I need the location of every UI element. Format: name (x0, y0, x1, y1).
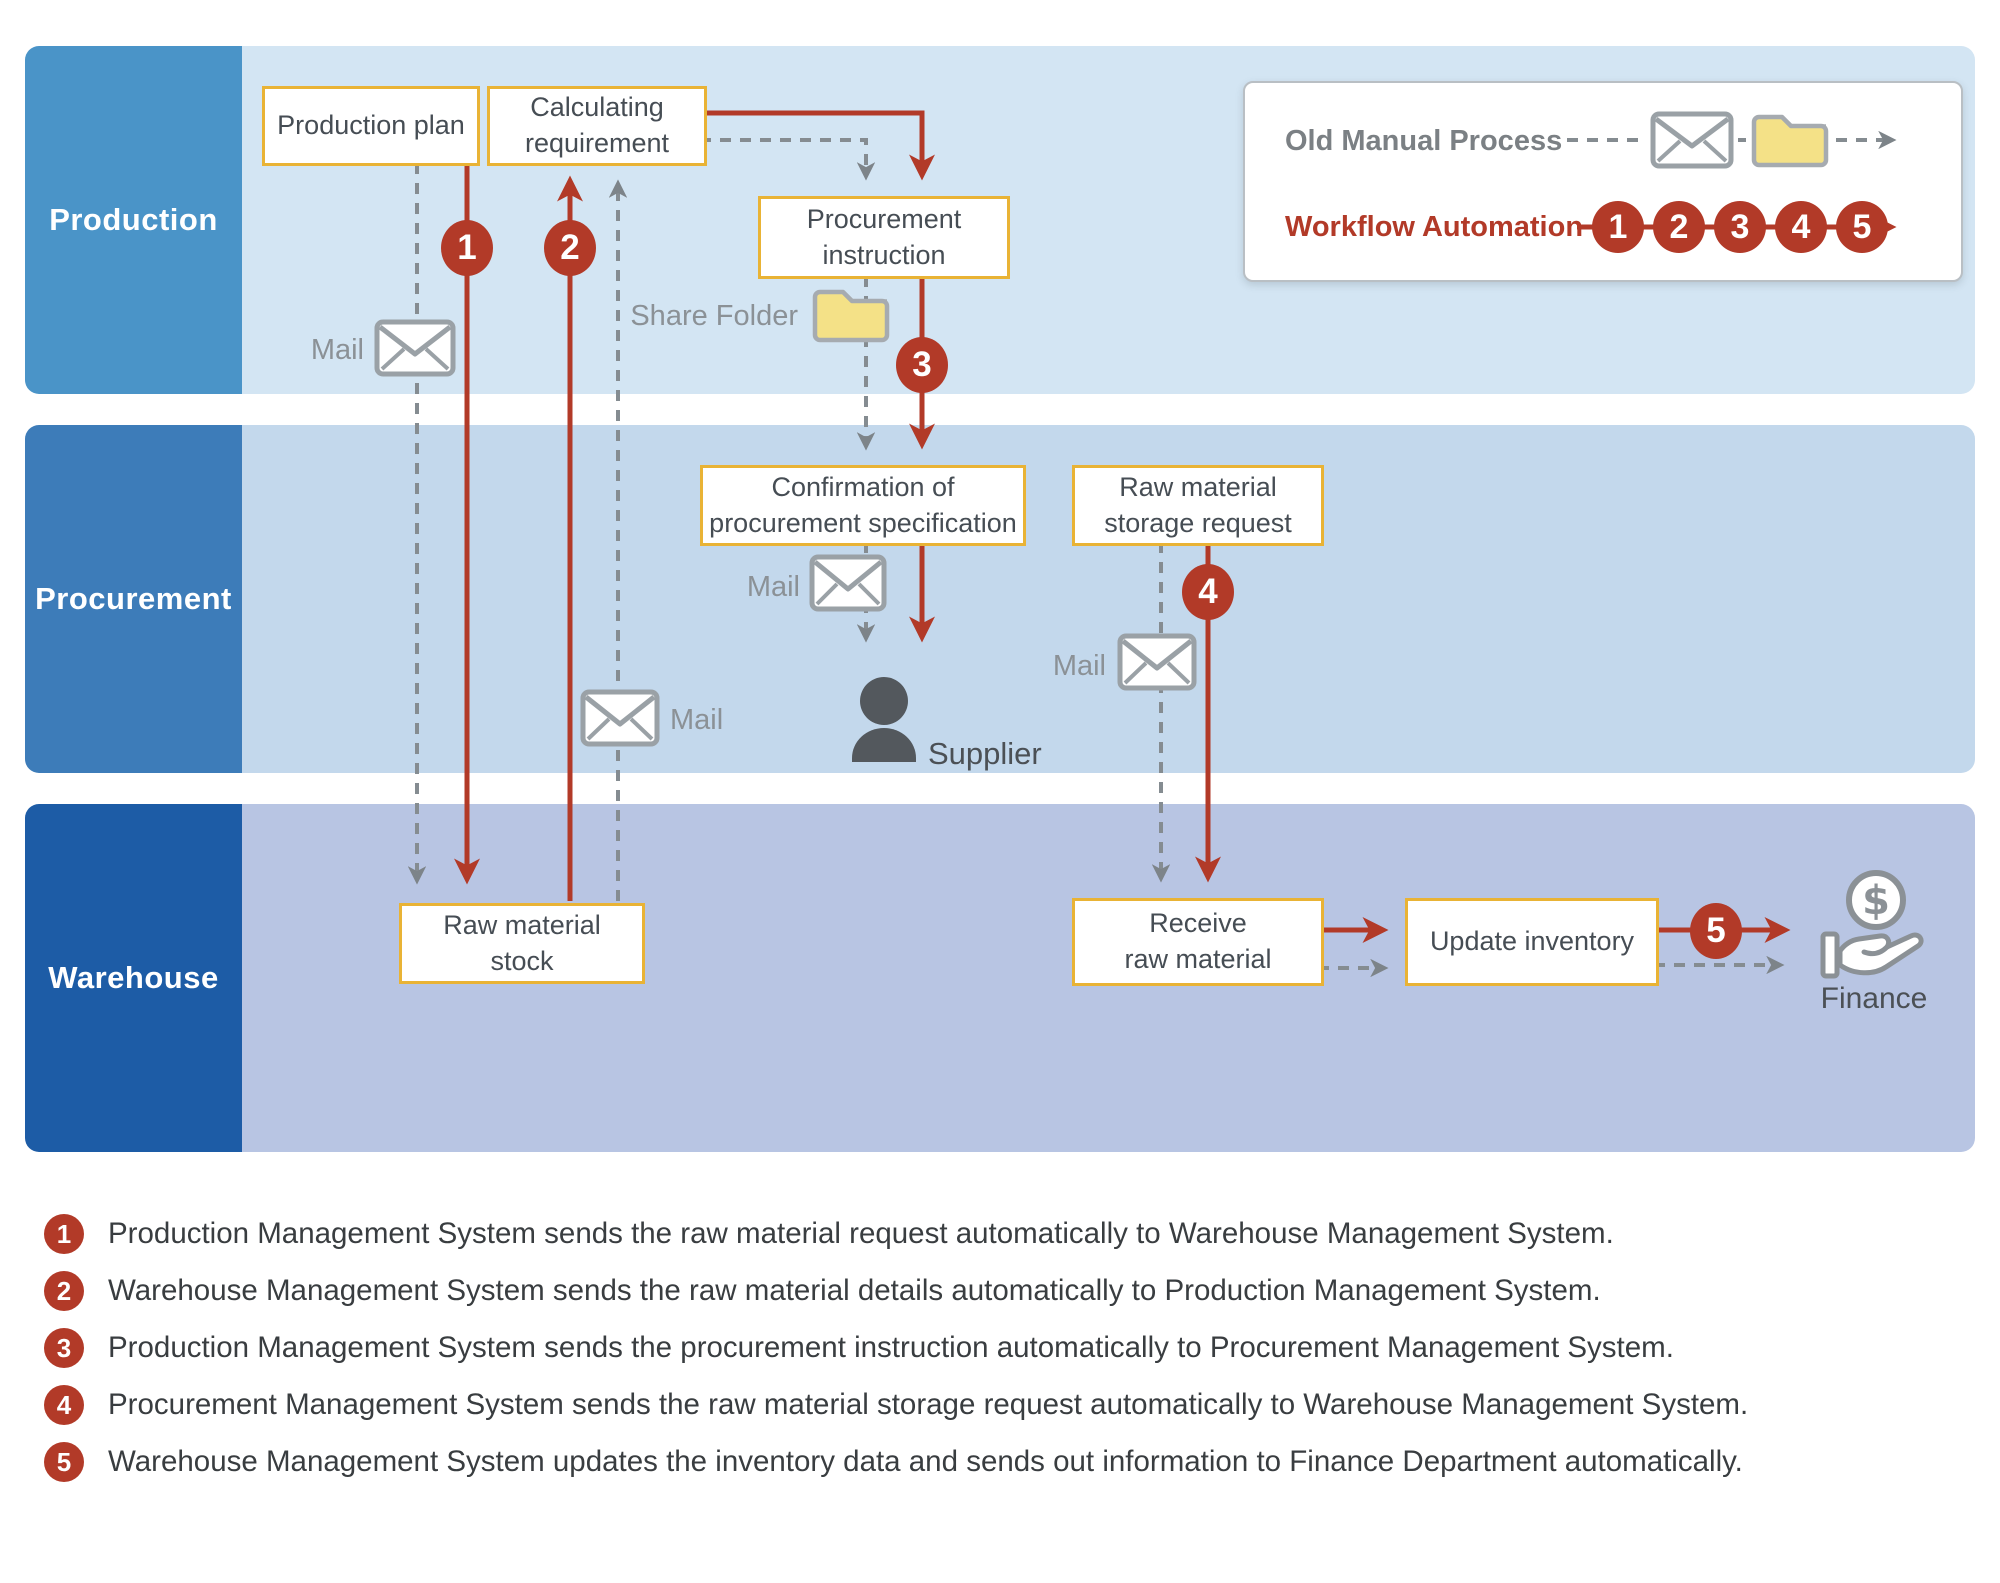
lane-procurement-label: Procurement (25, 425, 242, 773)
legend-badge-3: 3 (1714, 201, 1766, 253)
box-production-plan: Production plan (262, 86, 480, 166)
step-badge-5: 5 (44, 1442, 84, 1482)
mail-icon (1117, 632, 1197, 692)
step-descriptions: 1 Production Management System sends the… (44, 1214, 1959, 1482)
flow-badge-2: 2 (544, 220, 596, 276)
step-text-1: Production Management System sends the r… (108, 1217, 1614, 1250)
legend-badge-1: 1 (1592, 201, 1644, 253)
share-folder-icon (809, 285, 893, 345)
step-item-2: 2 Warehouse Management System sends the … (44, 1271, 1959, 1311)
share-folder-label: Share Folder (630, 300, 798, 332)
legend-workflow-label: Workflow Automation (1285, 211, 1584, 243)
step-text-3: Production Management System sends the p… (108, 1331, 1674, 1364)
finance-label: Finance (1820, 982, 1928, 1015)
box-confirmation: Confirmation of procurement specificatio… (700, 465, 1026, 546)
step-badge-2: 2 (44, 1271, 84, 1311)
folder-icon (1748, 110, 1832, 170)
box-update-inventory: Update inventory (1405, 898, 1659, 986)
lane-warehouse: Warehouse (25, 804, 1975, 1152)
mail-icon (580, 688, 660, 748)
step-badge-3: 3 (44, 1328, 84, 1368)
box-calculating-requirement: Calculating requirement (487, 86, 707, 166)
svg-text:$: $ (1862, 878, 1890, 924)
mail-icon (1650, 110, 1734, 170)
mail-label: Mail (746, 571, 800, 603)
legend-old-manual-label: Old Manual Process (1285, 125, 1563, 157)
step-item-4: 4 Procurement Management System sends th… (44, 1385, 1959, 1425)
step-badge-1: 1 (44, 1214, 84, 1254)
box-raw-material-stock: Raw material stock (399, 903, 645, 984)
step-item-5: 5 Warehouse Management System updates th… (44, 1442, 1959, 1482)
step-text-4: Procurement Management System sends the … (108, 1388, 1749, 1421)
mail-icon (374, 318, 456, 378)
flow-badge-3: 3 (896, 337, 948, 393)
supplier-label: Supplier (928, 736, 1042, 771)
mail-label: Mail (310, 334, 364, 366)
box-procurement-instruction: Procurement instruction (758, 196, 1010, 279)
step-item-1: 1 Production Management System sends the… (44, 1214, 1959, 1254)
step-text-5: Warehouse Management System updates the … (108, 1445, 1743, 1478)
box-receive-raw-material: Receive raw material (1072, 898, 1324, 986)
legend-badge-4: 4 (1775, 201, 1827, 253)
lane-production-label: Production (25, 46, 242, 394)
legend-badge-5: 5 (1836, 201, 1888, 253)
mail-icon (809, 553, 887, 613)
flow-badge-4: 4 (1182, 564, 1234, 620)
flow-badge-5: 5 (1690, 903, 1742, 959)
lane-warehouse-label: Warehouse (25, 804, 242, 1152)
box-storage-request: Raw material storage request (1072, 465, 1324, 546)
legend-badge-2: 2 (1653, 201, 1705, 253)
supplier-icon (848, 676, 920, 764)
mail-label: Mail (670, 704, 724, 736)
flow-badge-1: 1 (441, 220, 493, 276)
step-badge-4: 4 (44, 1385, 84, 1425)
mail-label: Mail (1052, 650, 1106, 682)
finance-icon: $ (1820, 868, 1930, 980)
step-item-3: 3 Production Management System sends the… (44, 1328, 1959, 1368)
step-text-2: Warehouse Management System sends the ra… (108, 1274, 1601, 1307)
